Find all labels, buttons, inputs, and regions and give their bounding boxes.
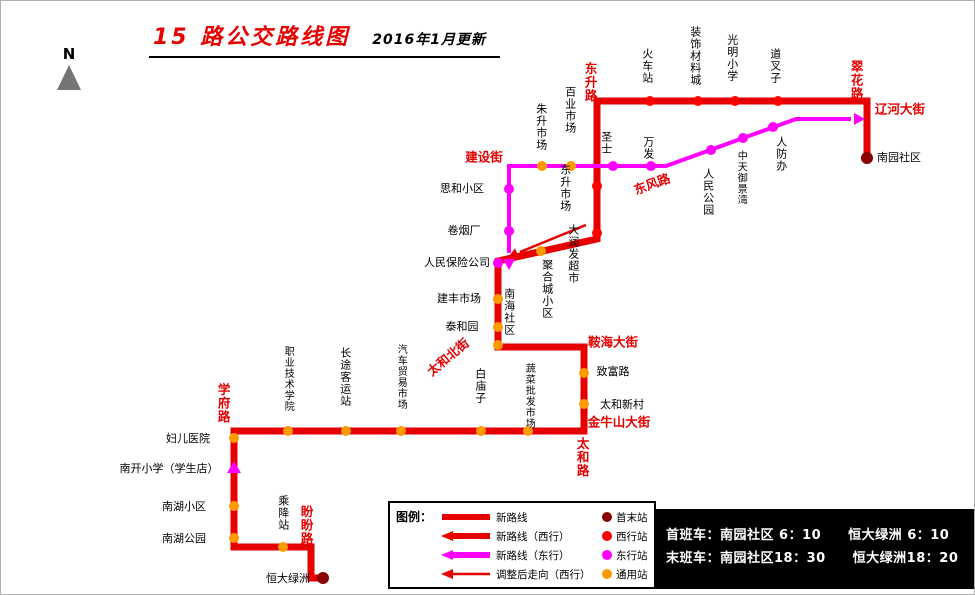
stop-dot — [396, 426, 406, 436]
legend-station-dot-icon — [602, 531, 612, 541]
stop-dot — [592, 181, 602, 191]
north-arrow-icon — [57, 65, 81, 90]
stop-marker-triangle — [227, 461, 241, 473]
legend-station-dot-icon — [602, 569, 612, 579]
schedule-first-bus: 首班车：南园社区 6：10 恒大绿洲 6：10 — [666, 528, 950, 543]
legend-station-dot-icon — [602, 550, 612, 560]
stop-dot — [504, 184, 514, 194]
legend: 图例： 新路线 首末站新路线（西行） 西行站新路线（东行） 东行站调整后走向（西行） 通… — [388, 501, 656, 589]
stop-dot — [504, 226, 514, 236]
legend-arrow-icon — [441, 550, 453, 560]
stop-dot — [773, 96, 783, 106]
legend-row: 新路线（东行） 东行站 — [440, 546, 650, 564]
stop-dot — [592, 228, 602, 238]
stop-dot — [566, 161, 576, 171]
route-adjusted-west — [519, 223, 587, 254]
legend-station-label: 通用站 — [616, 568, 648, 581]
schedule-last-bus: 末班车：南园社区18：30 恒大绿洲18：20 — [666, 551, 959, 566]
stop-dot — [861, 152, 873, 164]
legend-title: 图例： — [396, 510, 433, 524]
stop-dot — [278, 542, 288, 552]
route-main-red — [230, 97, 871, 582]
legend-row: 新路线 首末站 — [440, 508, 650, 526]
stop-dot — [523, 426, 533, 436]
legend-line-sample-icon — [441, 569, 490, 579]
route-arrowhead — [508, 248, 519, 258]
stop-dot — [317, 572, 329, 584]
legend-line-sample-icon — [441, 550, 490, 560]
stop-dot — [536, 246, 546, 256]
legend-rows: 新路线 首末站新路线（西行） 西行站新路线（东行） 东行站调整后走向（西行） 通用站 — [440, 508, 650, 583]
stop-dot — [768, 122, 778, 132]
stop-dot — [229, 533, 239, 543]
legend-row: 调整后走向（西行） 通用站 — [440, 565, 650, 583]
page-title: 15 路公交路线图 — [153, 25, 351, 50]
stop-dot — [493, 294, 503, 304]
legend-line-label: 新路线 — [496, 511, 528, 524]
stop-dot — [608, 161, 618, 171]
stop-dot — [493, 322, 503, 332]
stop-dot — [476, 426, 486, 436]
title-block: 15 路公交路线图 2016年1月更新 — [149, 19, 500, 58]
stop-dot — [493, 340, 503, 350]
legend-row: 新路线（西行） 西行站 — [440, 527, 650, 545]
legend-line-sample-icon — [441, 531, 490, 541]
legend-line-label: 新路线（西行） — [496, 530, 570, 543]
stop-dot — [730, 96, 740, 106]
stop-dot — [229, 433, 239, 443]
update-date: 2016年1月更新 — [372, 32, 486, 48]
legend-line-sample-icon — [442, 514, 490, 520]
stop-dot — [537, 161, 547, 171]
legend-station-label: 首末站 — [616, 511, 648, 524]
legend-station-dot-icon — [602, 512, 612, 522]
stop-dot — [706, 145, 716, 155]
legend-arrow-icon — [441, 531, 453, 541]
legend-line-label: 新路线（东行） — [496, 549, 570, 562]
stop-dot — [693, 96, 703, 106]
legend-station-label: 东行站 — [616, 549, 648, 562]
stop-dot — [579, 368, 589, 378]
stop-dot — [645, 96, 655, 106]
stop-dot — [493, 258, 503, 268]
legend-arrow-icon — [441, 569, 453, 579]
stop-dot — [738, 133, 748, 143]
compass: N — [53, 45, 85, 90]
legend-station-label: 西行站 — [616, 530, 648, 543]
stop-dot — [579, 399, 589, 409]
schedule-panel: 首班车：南园社区 6：10 恒大绿洲 6：10 末班车：南园社区18：30 恒大… — [656, 509, 974, 589]
north-label: N — [62, 45, 76, 63]
stop-dot — [646, 161, 656, 171]
route-east-magenta — [507, 117, 851, 253]
stop-dot — [283, 426, 293, 436]
legend-line-label: 调整后走向（西行） — [496, 568, 591, 581]
stop-dot — [341, 426, 351, 436]
route-arrowhead — [502, 259, 516, 270]
route-arrowhead — [854, 112, 865, 126]
stop-dot — [229, 501, 239, 511]
